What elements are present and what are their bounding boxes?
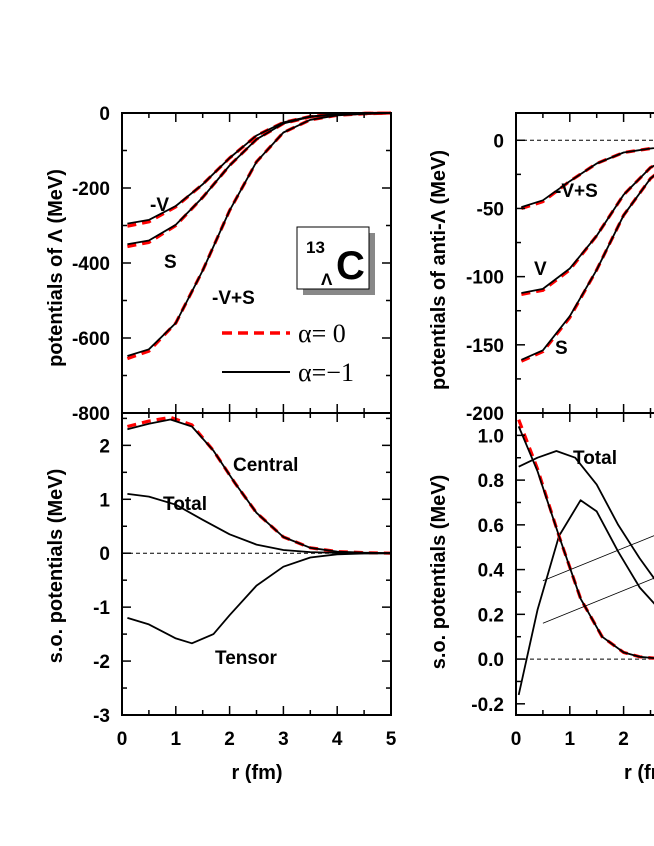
panel-b-series-2-curve xyxy=(127,493,391,555)
panel-d-ytick-label: 0.8 xyxy=(478,471,504,492)
panel-b-y-title: s.o. potentials (MeV) xyxy=(45,469,67,663)
panel-b-ytick-label: 2 xyxy=(99,436,110,457)
panel-c-y-title: potentials of anti-Λ (MeV) xyxy=(428,150,450,390)
panel-a-ytick-label: -800 xyxy=(72,404,110,425)
panel-c-series-1-curve-v xyxy=(521,164,654,294)
panel-b-series-3-curve xyxy=(127,552,392,645)
label-total: Total xyxy=(163,494,207,515)
panel-a-ytick-label: 0 xyxy=(99,104,110,125)
panel-b-ytick-label: -3 xyxy=(93,706,110,727)
panel-d-series-1-curve xyxy=(517,499,654,696)
label-minus-v-plus-s: -V+S xyxy=(212,288,255,309)
panel-b-ytick-label: 0 xyxy=(99,544,110,565)
panel-b-ytick-label: -2 xyxy=(93,652,110,673)
legend: α= 0 α=−1 xyxy=(222,319,354,387)
panel-b-xtick-label: 1 xyxy=(171,729,182,750)
panel-d-series-0-curve xyxy=(518,450,654,580)
label-anti-s: S xyxy=(555,338,568,359)
panel-d-x-title: r (fm) xyxy=(624,762,654,784)
panel-d-series-3-curve xyxy=(517,426,654,660)
label-anti-minus-v-plus-s: -V+S xyxy=(555,181,598,202)
panel-d-ytick-label: 0.2 xyxy=(478,605,504,626)
panel-a: 0 -200 -400 -600 -800 xyxy=(72,104,392,425)
panel-d-ytick-label: 1.0 xyxy=(478,426,504,447)
label-tensor: Tensor xyxy=(215,648,278,669)
panel-c-ytick-label: -100 xyxy=(466,268,504,289)
panel-a-series-0-curve-s xyxy=(127,111,392,249)
panel-b-xtick-label: 5 xyxy=(386,729,397,750)
panel-c-series-0-curve-minusvpluss xyxy=(520,146,654,211)
panel-d-ytick-label: 0.6 xyxy=(478,516,504,537)
panel-b-series-1-curve xyxy=(127,418,392,555)
label-minus-v: -V xyxy=(150,195,169,216)
panel-b-x-title: r (fm) xyxy=(231,762,282,784)
label-central: Central xyxy=(233,455,298,476)
badge-element: C xyxy=(336,244,365,288)
legend-label-alpha-0: α= 0 xyxy=(298,319,346,348)
panel-b-xtick-label: 4 xyxy=(332,729,343,750)
panel-b-xtick-label: 2 xyxy=(224,729,235,750)
panel-b-xtick-label: 3 xyxy=(278,729,289,750)
plot-layer: 0 -200 -400 -600 -800 2 1 0 -1 -2 -3 0 1 2 3 4 5 0 -50 -100… xyxy=(72,104,654,750)
panel-c-ytick-label: -50 xyxy=(477,199,504,220)
panel-a-ytick-label: -400 xyxy=(72,254,110,275)
panel-a-series-1-curve-s xyxy=(127,112,392,246)
panel-a-ytick-label: -600 xyxy=(72,329,110,350)
panel-c-ytick-label: -150 xyxy=(466,336,504,357)
legend-label-alpha-minus-1: α=−1 xyxy=(298,358,354,387)
panel-d: 1.0 0.8 0.6 0.4 0.2 0.0 -0.2 0 1 2 xyxy=(471,412,654,750)
panel-d-xtick-label: 1 xyxy=(565,729,576,750)
panel-d-ytick-label: 0.0 xyxy=(478,650,504,671)
panel-d-series-5-curve xyxy=(542,577,654,624)
label-anti-total: Total xyxy=(573,448,617,469)
panel-b-ytick-label: -1 xyxy=(93,598,110,619)
panel-d-xtick-label: 0 xyxy=(511,729,522,750)
badge-subscript: Λ xyxy=(321,270,333,289)
panel-d-ytick-label: -0.2 xyxy=(471,695,504,716)
panel-d-xtick-label: 2 xyxy=(618,729,629,750)
panel-b-ytick-label: 1 xyxy=(99,490,110,511)
panel-d-series-4-curve xyxy=(542,535,654,582)
panel-a-ytick-label: -200 xyxy=(72,179,110,200)
panel-c: 0 -50 -100 -150 -200 xyxy=(466,112,654,425)
panel-c-series-1-curve-s xyxy=(521,174,654,361)
badge-mass-number: 13 xyxy=(306,238,325,257)
label-s: S xyxy=(164,252,177,273)
panel-c-ytick-label: 0 xyxy=(493,131,504,152)
panel-b: 2 1 0 -1 -2 -3 0 1 2 3 4 5 xyxy=(93,412,397,750)
panel-b-xtick-label: 0 xyxy=(117,729,128,750)
panel-d-y-title: s.o. potentials (MeV) xyxy=(428,475,450,669)
panel-c-ytick-label: -200 xyxy=(466,404,504,425)
panel-b-series-0-curve xyxy=(127,415,392,555)
label-anti-v: V xyxy=(534,259,547,280)
panel-a-y-title: potentials of Λ (MeV) xyxy=(45,169,67,367)
panel-d-ytick-label: 0.4 xyxy=(478,561,505,582)
panel-c-series-1-curve-minusvpluss xyxy=(521,147,654,208)
hypernucleus-badge: 13 Λ C xyxy=(296,226,375,295)
panel-a-series-1-curve-minusvpluss xyxy=(127,112,392,357)
